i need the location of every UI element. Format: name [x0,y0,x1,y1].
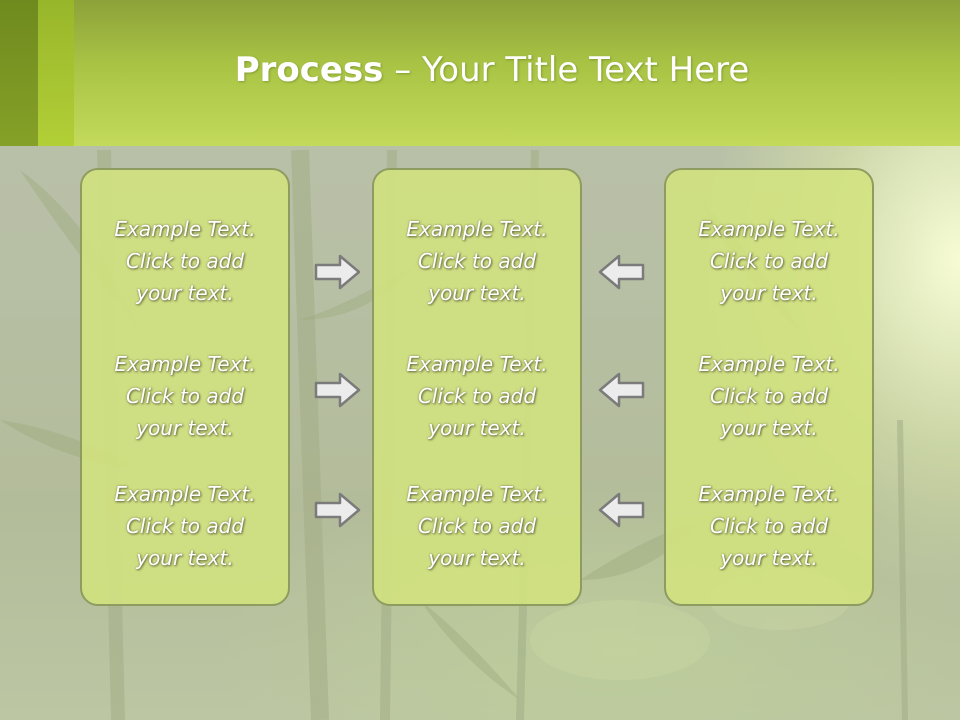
text-line: your text. [428,416,526,440]
text-block-2-1[interactable]: Example Text. Click to add your text. [374,213,580,309]
text-line: your text. [428,546,526,570]
text-line: Example Text. [698,352,840,376]
text-block-1-2[interactable]: Example Text. Click to add your text. [82,348,288,444]
text-block-1-3[interactable]: Example Text. Click to add your text. [82,478,288,574]
text-line: your text. [428,281,526,305]
text-line: Click to add [417,514,537,538]
text-line: Example Text. [114,482,256,506]
text-line: Example Text. [114,352,256,376]
text-block-2-2[interactable]: Example Text. Click to add your text. [374,348,580,444]
title-accent-dark [0,0,38,146]
text-line: Example Text. [406,217,548,241]
text-line: Click to add [125,249,245,273]
arrow-left-icon [598,254,645,290]
arrow-right-icon [314,492,361,528]
text-line: Example Text. [406,482,548,506]
arrow-left-icon [598,492,645,528]
text-line: Click to add [709,384,829,408]
title-bold: Process [234,50,384,90]
text-line: Example Text. [114,217,256,241]
process-box-2[interactable]: Example Text. Click to add your text. Ex… [372,168,582,606]
text-line: your text. [720,416,818,440]
text-line: your text. [136,416,234,440]
text-block-3-1[interactable]: Example Text. Click to add your text. [666,213,872,309]
title-rest: – Your Title Text Here [383,50,750,90]
page-title[interactable]: Process – Your Title Text Here [0,50,960,90]
arrow-right-icon [314,372,361,408]
text-line: your text. [136,281,234,305]
text-line: your text. [720,546,818,570]
text-line: Example Text. [406,352,548,376]
title-bar [0,0,960,146]
arrow-right-icon [314,254,361,290]
title-accent-light [38,0,74,146]
text-block-3-2[interactable]: Example Text. Click to add your text. [666,348,872,444]
process-box-1[interactable]: Example Text. Click to add your text. Ex… [80,168,290,606]
text-block-3-3[interactable]: Example Text. Click to add your text. [666,478,872,574]
text-line: Click to add [417,384,537,408]
text-line: Example Text. [698,482,840,506]
text-block-2-3[interactable]: Example Text. Click to add your text. [374,478,580,574]
text-line: Click to add [417,249,537,273]
text-line: your text. [136,546,234,570]
text-block-1-1[interactable]: Example Text. Click to add your text. [82,213,288,309]
text-line: your text. [720,281,818,305]
text-line: Click to add [709,514,829,538]
text-line: Click to add [125,514,245,538]
arrow-left-icon [598,372,645,408]
text-line: Example Text. [698,217,840,241]
text-line: Click to add [125,384,245,408]
process-box-3[interactable]: Example Text. Click to add your text. Ex… [664,168,874,606]
text-line: Click to add [709,249,829,273]
